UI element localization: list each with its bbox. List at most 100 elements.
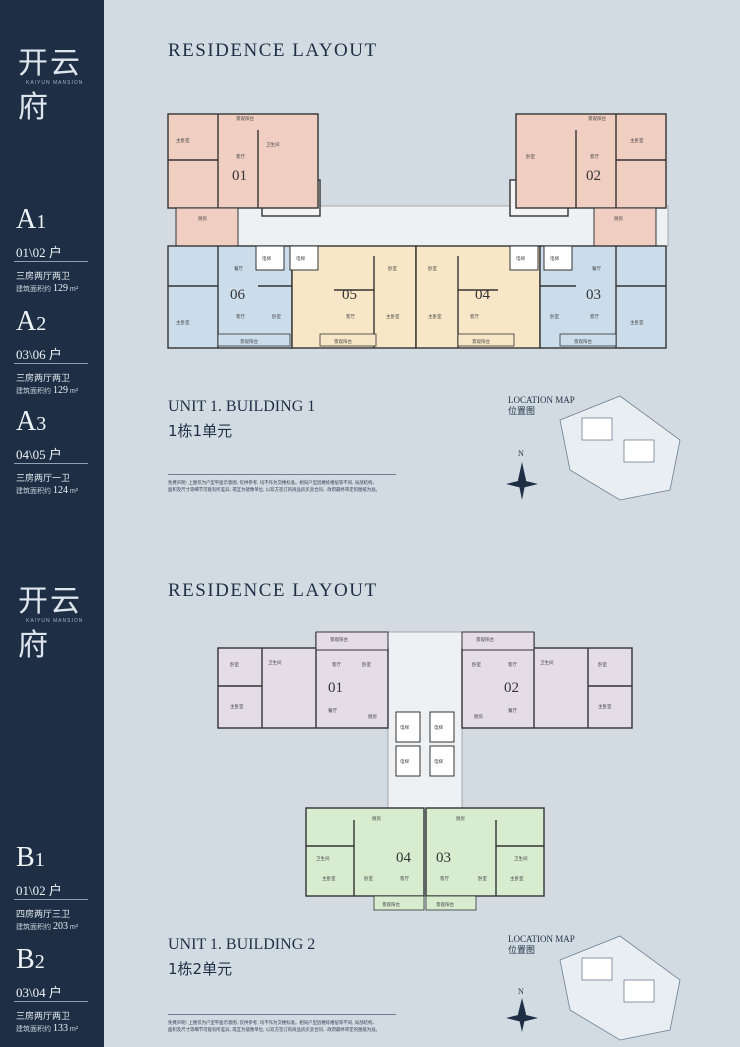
- divider: [14, 363, 88, 364]
- room-label: 主卧室: [598, 703, 612, 710]
- plan-unit-01: [217, 647, 389, 729]
- room-label: 景观阳台: [240, 338, 258, 345]
- plan-labels-building-1: 01 02 06 05 04 03 主卧室 客厅 卫生间 景观阳台 厨房 景观阳…: [176, 115, 644, 345]
- divider: [14, 463, 88, 464]
- location-map-label: LOCATION MAP 位置图: [508, 934, 575, 955]
- room-label: 卧室: [472, 661, 481, 668]
- plan-label: 03: [586, 287, 601, 303]
- room-label: 景观阳台: [588, 115, 606, 122]
- room-label: 卧室: [550, 313, 559, 320]
- room-label: 电梯: [434, 758, 443, 765]
- north-compass-icon: N: [506, 987, 538, 1032]
- unit-area-a2: 建筑面积约 129 m²: [16, 385, 79, 396]
- section-title: RESIDENCE LAYOUT: [168, 580, 378, 601]
- location-map-label: LOCATION MAP 位置图: [508, 395, 575, 416]
- plan-label: 04: [475, 287, 491, 303]
- room-label: 客厅: [236, 313, 245, 320]
- room-label: 景观阳台: [436, 901, 454, 908]
- room-label: 厨房: [198, 215, 207, 222]
- disclaimer-rule: [168, 1014, 396, 1015]
- room-label: 主卧室: [630, 137, 644, 144]
- brand-logo: 开云府: [18, 584, 82, 663]
- sidebar: 开云府 KAIYUN MANSION A1 01\02 户 三房两厅两卫 建筑面…: [0, 0, 104, 1047]
- room-label: 景观阳台: [476, 636, 494, 643]
- plan-label: 06: [230, 287, 246, 303]
- room-label: 卧室: [526, 153, 535, 160]
- room-label: 客厅: [332, 661, 341, 668]
- unit-code-b2: B2: [16, 944, 45, 975]
- room-label: 客厅: [400, 875, 409, 882]
- location-map-2: [559, 935, 681, 1041]
- room-label: 卧室: [478, 875, 487, 882]
- room-label: 电梯: [400, 724, 409, 731]
- room-label: 电梯: [262, 255, 271, 262]
- unit-doors-a1: 01\02 户: [16, 245, 62, 260]
- unit-desc-a1: 三房两厅两卫: [16, 271, 71, 281]
- divider: [14, 1001, 88, 1002]
- floor-plan-building-1: [167, 113, 669, 349]
- room-label: 景观阳台: [382, 901, 400, 908]
- room-label: 厨房: [474, 713, 483, 720]
- room-label: 主卧室: [176, 137, 190, 144]
- room-label: 卧室: [272, 313, 281, 320]
- room-label: 主卧室: [322, 875, 336, 882]
- brand-logo-subtitle: KAIYUN MANSION: [26, 618, 84, 624]
- room-label: 主卧室: [428, 313, 442, 320]
- unit-title-cn: 1栋2单元: [168, 960, 233, 978]
- unit-area-a1: 建筑面积约 129 m²: [16, 283, 79, 294]
- room-label: 厨房: [614, 215, 623, 222]
- room-label: 餐厅: [234, 265, 243, 272]
- plan-label: 01: [328, 680, 343, 696]
- unit-code-a3: A3: [16, 406, 47, 437]
- room-label: 电梯: [434, 724, 443, 731]
- room-label: 卫生间: [266, 141, 280, 148]
- room-label: 厨房: [456, 815, 465, 822]
- unit-desc-a3: 三房两厅一卫: [16, 473, 71, 483]
- room-label: 卫生间: [540, 659, 554, 666]
- unit-code-a1: A1: [16, 204, 47, 235]
- room-label: 卧室: [364, 875, 373, 882]
- divider: [14, 899, 88, 900]
- room-label: 主卧室: [176, 319, 190, 326]
- room-label: 卫生间: [316, 855, 330, 862]
- plan-label: 03: [436, 850, 451, 866]
- room-label: 客厅: [346, 313, 355, 320]
- plan-label: 02: [586, 168, 601, 184]
- disclaimer: 免费声明: 上图仅为户型平面示意图, 仅供参考, 均不作为交楼标准。相同户型因楼…: [168, 481, 380, 493]
- floor-plan-building-2: [217, 631, 633, 911]
- unit-desc-b1: 四房两厅三卫: [16, 909, 71, 919]
- unit-title: UNIT 1. BUILDING 2: [168, 936, 316, 953]
- unit-area-a3: 建筑面积约 124 m²: [16, 485, 79, 496]
- unit-title-cn: 1栋1单元: [168, 422, 233, 440]
- room-label: 景观阳台: [330, 636, 348, 643]
- room-label: 客厅: [440, 875, 449, 882]
- unit-doors-a2: 03\06 户: [16, 347, 62, 362]
- room-label: 景观阳台: [236, 115, 254, 122]
- brand-logo: 开云府: [18, 46, 82, 125]
- plan-unit-02: [461, 647, 633, 729]
- room-label: 客厅: [590, 313, 599, 320]
- disclaimer: 免费声明: 上图仅为户型平面示意图, 仅供参考, 均不作为交楼标准。相同户型因楼…: [168, 1021, 380, 1033]
- room-label: 主卧室: [510, 875, 524, 882]
- plan-unit-01: [167, 113, 319, 209]
- room-label: 餐厅: [328, 707, 337, 714]
- room-label: 电梯: [400, 758, 409, 765]
- room-label: 卧室: [388, 265, 397, 272]
- unit-area-b2: 建筑面积约 133 m²: [16, 1023, 79, 1034]
- room-label: 餐厅: [508, 707, 517, 714]
- north-compass-icon: N: [506, 449, 538, 500]
- divider: [14, 261, 88, 262]
- unit-code-a2: A2: [16, 306, 47, 337]
- plan-label: 02: [504, 680, 519, 696]
- brand-logo-subtitle: KAIYUN MANSION: [26, 80, 84, 86]
- plan-label: 05: [342, 287, 357, 303]
- location-map-1: [559, 395, 681, 501]
- unit-code-b1: B1: [16, 842, 45, 873]
- plan-label: 01: [232, 168, 247, 184]
- room-label: 卧室: [362, 661, 371, 668]
- north-label: N: [518, 987, 524, 996]
- unit-doors-b1: 01\02 户: [16, 883, 62, 898]
- room-label: 电梯: [296, 255, 305, 262]
- room-label: 电梯: [550, 255, 559, 262]
